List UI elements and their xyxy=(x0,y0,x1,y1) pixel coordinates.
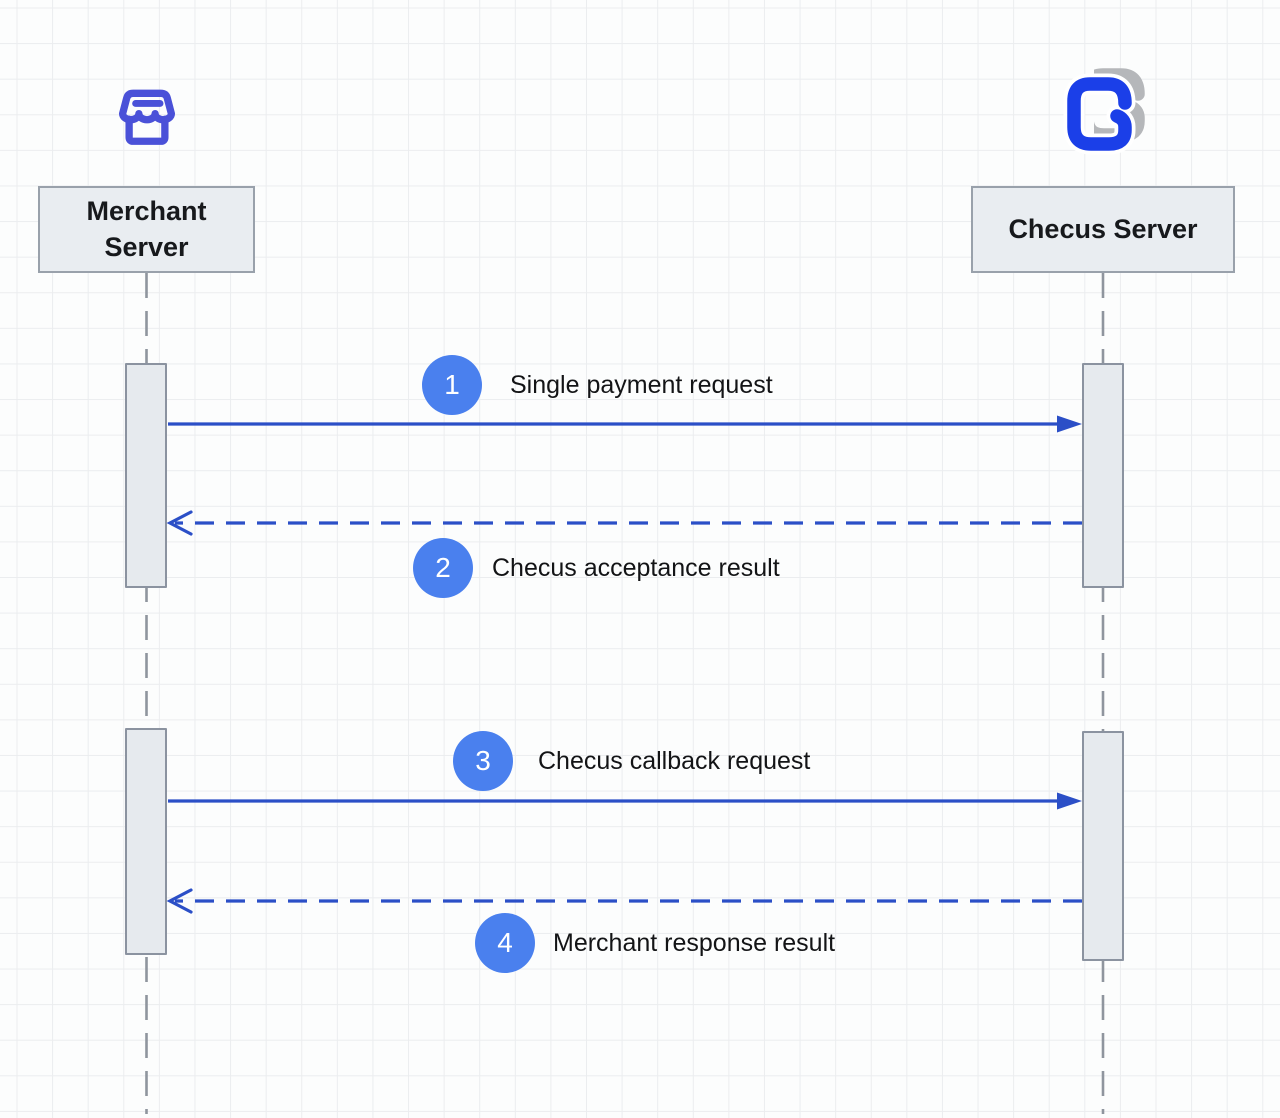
actor-box-checus-server: Checus Server xyxy=(971,186,1235,273)
message-1-arrow xyxy=(168,415,1082,433)
message-1-number: 1 xyxy=(444,369,460,400)
message-3-arrow xyxy=(168,792,1082,810)
actor-label-checus-server: Checus Server xyxy=(1008,213,1198,244)
message-3-arrowhead-icon xyxy=(1057,792,1082,810)
message-2-arrow xyxy=(166,510,1082,536)
message-4-label: Merchant response result xyxy=(553,928,836,957)
actor-box-merchant-server: Merchant Server xyxy=(38,186,255,273)
message-2-number-badge: 2 xyxy=(413,538,473,598)
actor-label-merchant-server: Merchant Server xyxy=(86,195,207,262)
activation-bar-merchant-2 xyxy=(125,728,167,955)
message-4-number: 4 xyxy=(497,927,513,958)
activation-bar-checus-1 xyxy=(1082,363,1124,588)
message-3-number: 3 xyxy=(475,745,491,776)
message-2-label: Checus acceptance result xyxy=(492,553,780,582)
message-2-number: 2 xyxy=(435,552,451,583)
message-1-label: Single payment request xyxy=(510,370,773,399)
activation-bar-merchant-1 xyxy=(125,363,167,588)
activation-bar-checus-2 xyxy=(1082,731,1124,961)
checus-logo-shadow xyxy=(1094,68,1145,142)
message-1-arrowhead-icon xyxy=(1057,415,1082,433)
message-4-arrowhead-icon xyxy=(166,888,193,914)
checus-logo-icon xyxy=(1062,63,1154,164)
message-3-number-badge: 3 xyxy=(453,731,513,791)
message-4-number-badge: 4 xyxy=(475,913,535,973)
message-2-arrowhead-icon xyxy=(166,510,193,536)
message-3-label: Checus callback request xyxy=(538,746,811,775)
storefront-icon xyxy=(108,71,186,158)
message-1-number-badge: 1 xyxy=(422,355,482,415)
message-4-arrow xyxy=(166,888,1082,914)
